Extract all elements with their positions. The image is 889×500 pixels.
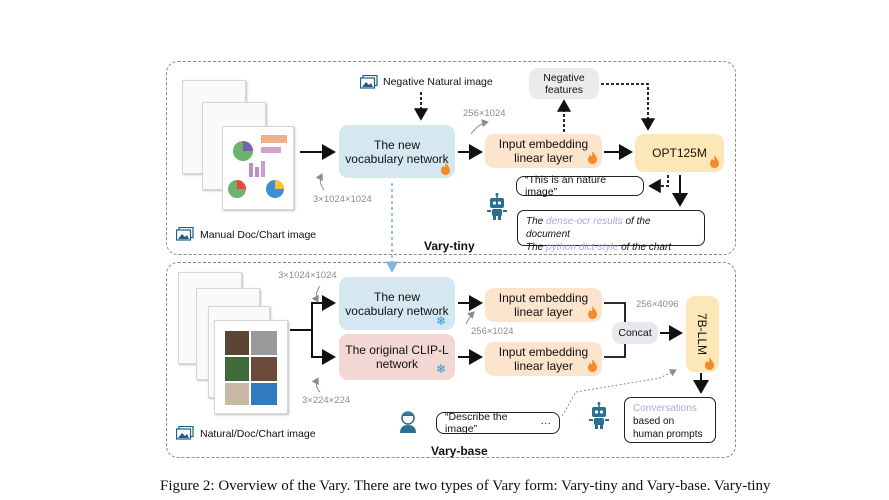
tiny-dim-input: 3×1024×1024 (313, 194, 372, 205)
base-input-embedding-bottom-label: Input embedding linear layer (498, 345, 589, 373)
tiny-input-embedding-label: Input embedding linear layer (498, 137, 589, 165)
figure-caption: Figure 2: Overview of the Vary. There ar… (160, 478, 771, 494)
conversation-body: based on human prompts (633, 416, 703, 440)
flame-icon (441, 162, 450, 175)
output-line-1: The dense-ocr results of the document (526, 215, 696, 241)
concat-label: Concat (618, 327, 652, 339)
snowflake-icon: ❄ (436, 362, 447, 376)
base-input-label: Natural/Doc/Chart image (200, 428, 316, 440)
flame-icon (705, 357, 714, 370)
concat-box: Concat (612, 322, 658, 344)
robot-icon (487, 193, 507, 220)
chart-thumbnail (228, 135, 287, 198)
output-line-2-suffix: of the chart (621, 242, 672, 253)
prompt-dots: ··· (540, 417, 552, 429)
base-dim-mid: 256×1024 (471, 326, 514, 337)
clip-network-label: The original CLIP-L network (345, 343, 449, 371)
base-new-vocab-network: The new vocabulary network (339, 277, 455, 330)
nature-response-text: “This is an nature image” (525, 174, 607, 198)
image-icon (360, 75, 378, 89)
prompt-bubble: “Describe the image” ··· (436, 411, 560, 435)
clip-network-box: The original CLIP-L network (339, 334, 455, 380)
photo-collage (225, 331, 277, 405)
base-dim-top: 3×1024×1024 (278, 270, 337, 281)
opt125m-label: OPT125M (652, 146, 707, 160)
tiny-dim-tokens: 256×1024 (463, 108, 506, 119)
negative-features-box: Negative features (529, 68, 599, 99)
output-line-2-prefix: The (526, 242, 544, 253)
opt125m-box: OPT125M (635, 134, 724, 172)
vary-tiny-title: Vary-tiny (424, 239, 475, 253)
llm-box: 7B-LLM (686, 296, 719, 372)
vary-base-panel (166, 262, 736, 458)
robot-icon (589, 402, 609, 429)
natural-image-page (214, 320, 288, 414)
chart-page (222, 126, 294, 210)
tiny-input-label: Manual Doc/Chart image (200, 229, 317, 241)
vary-tiny-panel (166, 61, 736, 255)
negative-input-label: Negative Natural image (383, 76, 493, 88)
output-line-1-prefix: The (526, 216, 544, 227)
person-icon (400, 411, 416, 433)
flame-icon (588, 306, 597, 319)
tiny-input-embedding: Input embedding linear layer (485, 134, 602, 168)
negative-features-label: Negative features (543, 71, 585, 96)
flame-icon (710, 155, 719, 168)
base-input-embedding-top-label: Input embedding linear layer (498, 291, 589, 319)
base-input-embedding-bottom: Input embedding linear layer (485, 342, 602, 376)
output-line-1-highlight: dense-ocr results (546, 216, 623, 227)
base-new-vocab-label: The new vocabulary network (345, 289, 449, 318)
conversation-title: Conversations (633, 403, 697, 414)
flame-icon (588, 359, 597, 372)
vary-base-title: Vary-base (431, 444, 488, 458)
base-dim-bottom: 3×224×224 (302, 395, 351, 406)
base-input-embedding-top: Input embedding linear layer (485, 288, 602, 322)
output-line-1-suffix: of the document (526, 216, 651, 240)
base-dim-concat: 256×4096 (636, 299, 679, 310)
prompt-text: “Describe the image” (445, 411, 508, 435)
image-icon (176, 426, 194, 440)
tiny-new-vocab-label: The new vocabulary network (345, 137, 449, 166)
conversation-box: Conversations based on human prompts (624, 397, 716, 443)
nature-response-bubble: “This is an nature image” (516, 174, 644, 198)
image-icon (176, 227, 194, 241)
flame-icon (588, 151, 597, 164)
snowflake-icon: ❄ (436, 314, 447, 328)
tiny-output-box: The dense-ocr results of the document Th… (517, 210, 705, 253)
tiny-new-vocab-network: The new vocabulary network (339, 125, 455, 178)
output-line-2-highlight: python dict-style (546, 242, 619, 253)
output-line-2: The python dict-style of the chart (526, 241, 696, 254)
llm-label: 7B-LLM (695, 312, 710, 356)
